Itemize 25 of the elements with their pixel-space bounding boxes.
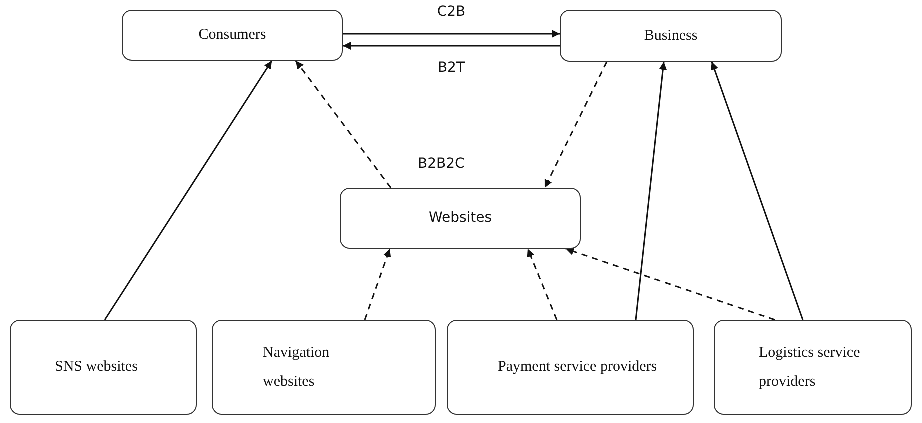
node-label: Logistics service providers xyxy=(759,344,862,392)
node-label: Websites xyxy=(428,209,492,228)
arrow xyxy=(295,60,392,188)
arrow xyxy=(527,248,558,320)
node-label: Navigation websites xyxy=(263,344,331,392)
rounded-box xyxy=(447,320,694,415)
rounded-box xyxy=(714,320,912,415)
arrow xyxy=(104,60,273,320)
arrow xyxy=(710,62,804,320)
arrow xyxy=(343,30,560,38)
node-label: Business xyxy=(644,26,698,46)
structure-label: B2B2C xyxy=(418,156,465,172)
node-label: Consumers xyxy=(198,26,266,46)
rounded-box xyxy=(122,10,343,61)
node-label: Payment service providers xyxy=(498,358,658,378)
rounded-box xyxy=(10,320,197,415)
rounded-box xyxy=(340,188,581,249)
arrow xyxy=(544,62,608,188)
arrow xyxy=(566,248,776,321)
arrow xyxy=(364,248,392,320)
node-label: SNS websites xyxy=(55,358,138,378)
arrow xyxy=(343,42,560,50)
rounded-box xyxy=(212,320,436,415)
rounded-box xyxy=(560,10,782,62)
arrow xyxy=(635,62,668,320)
